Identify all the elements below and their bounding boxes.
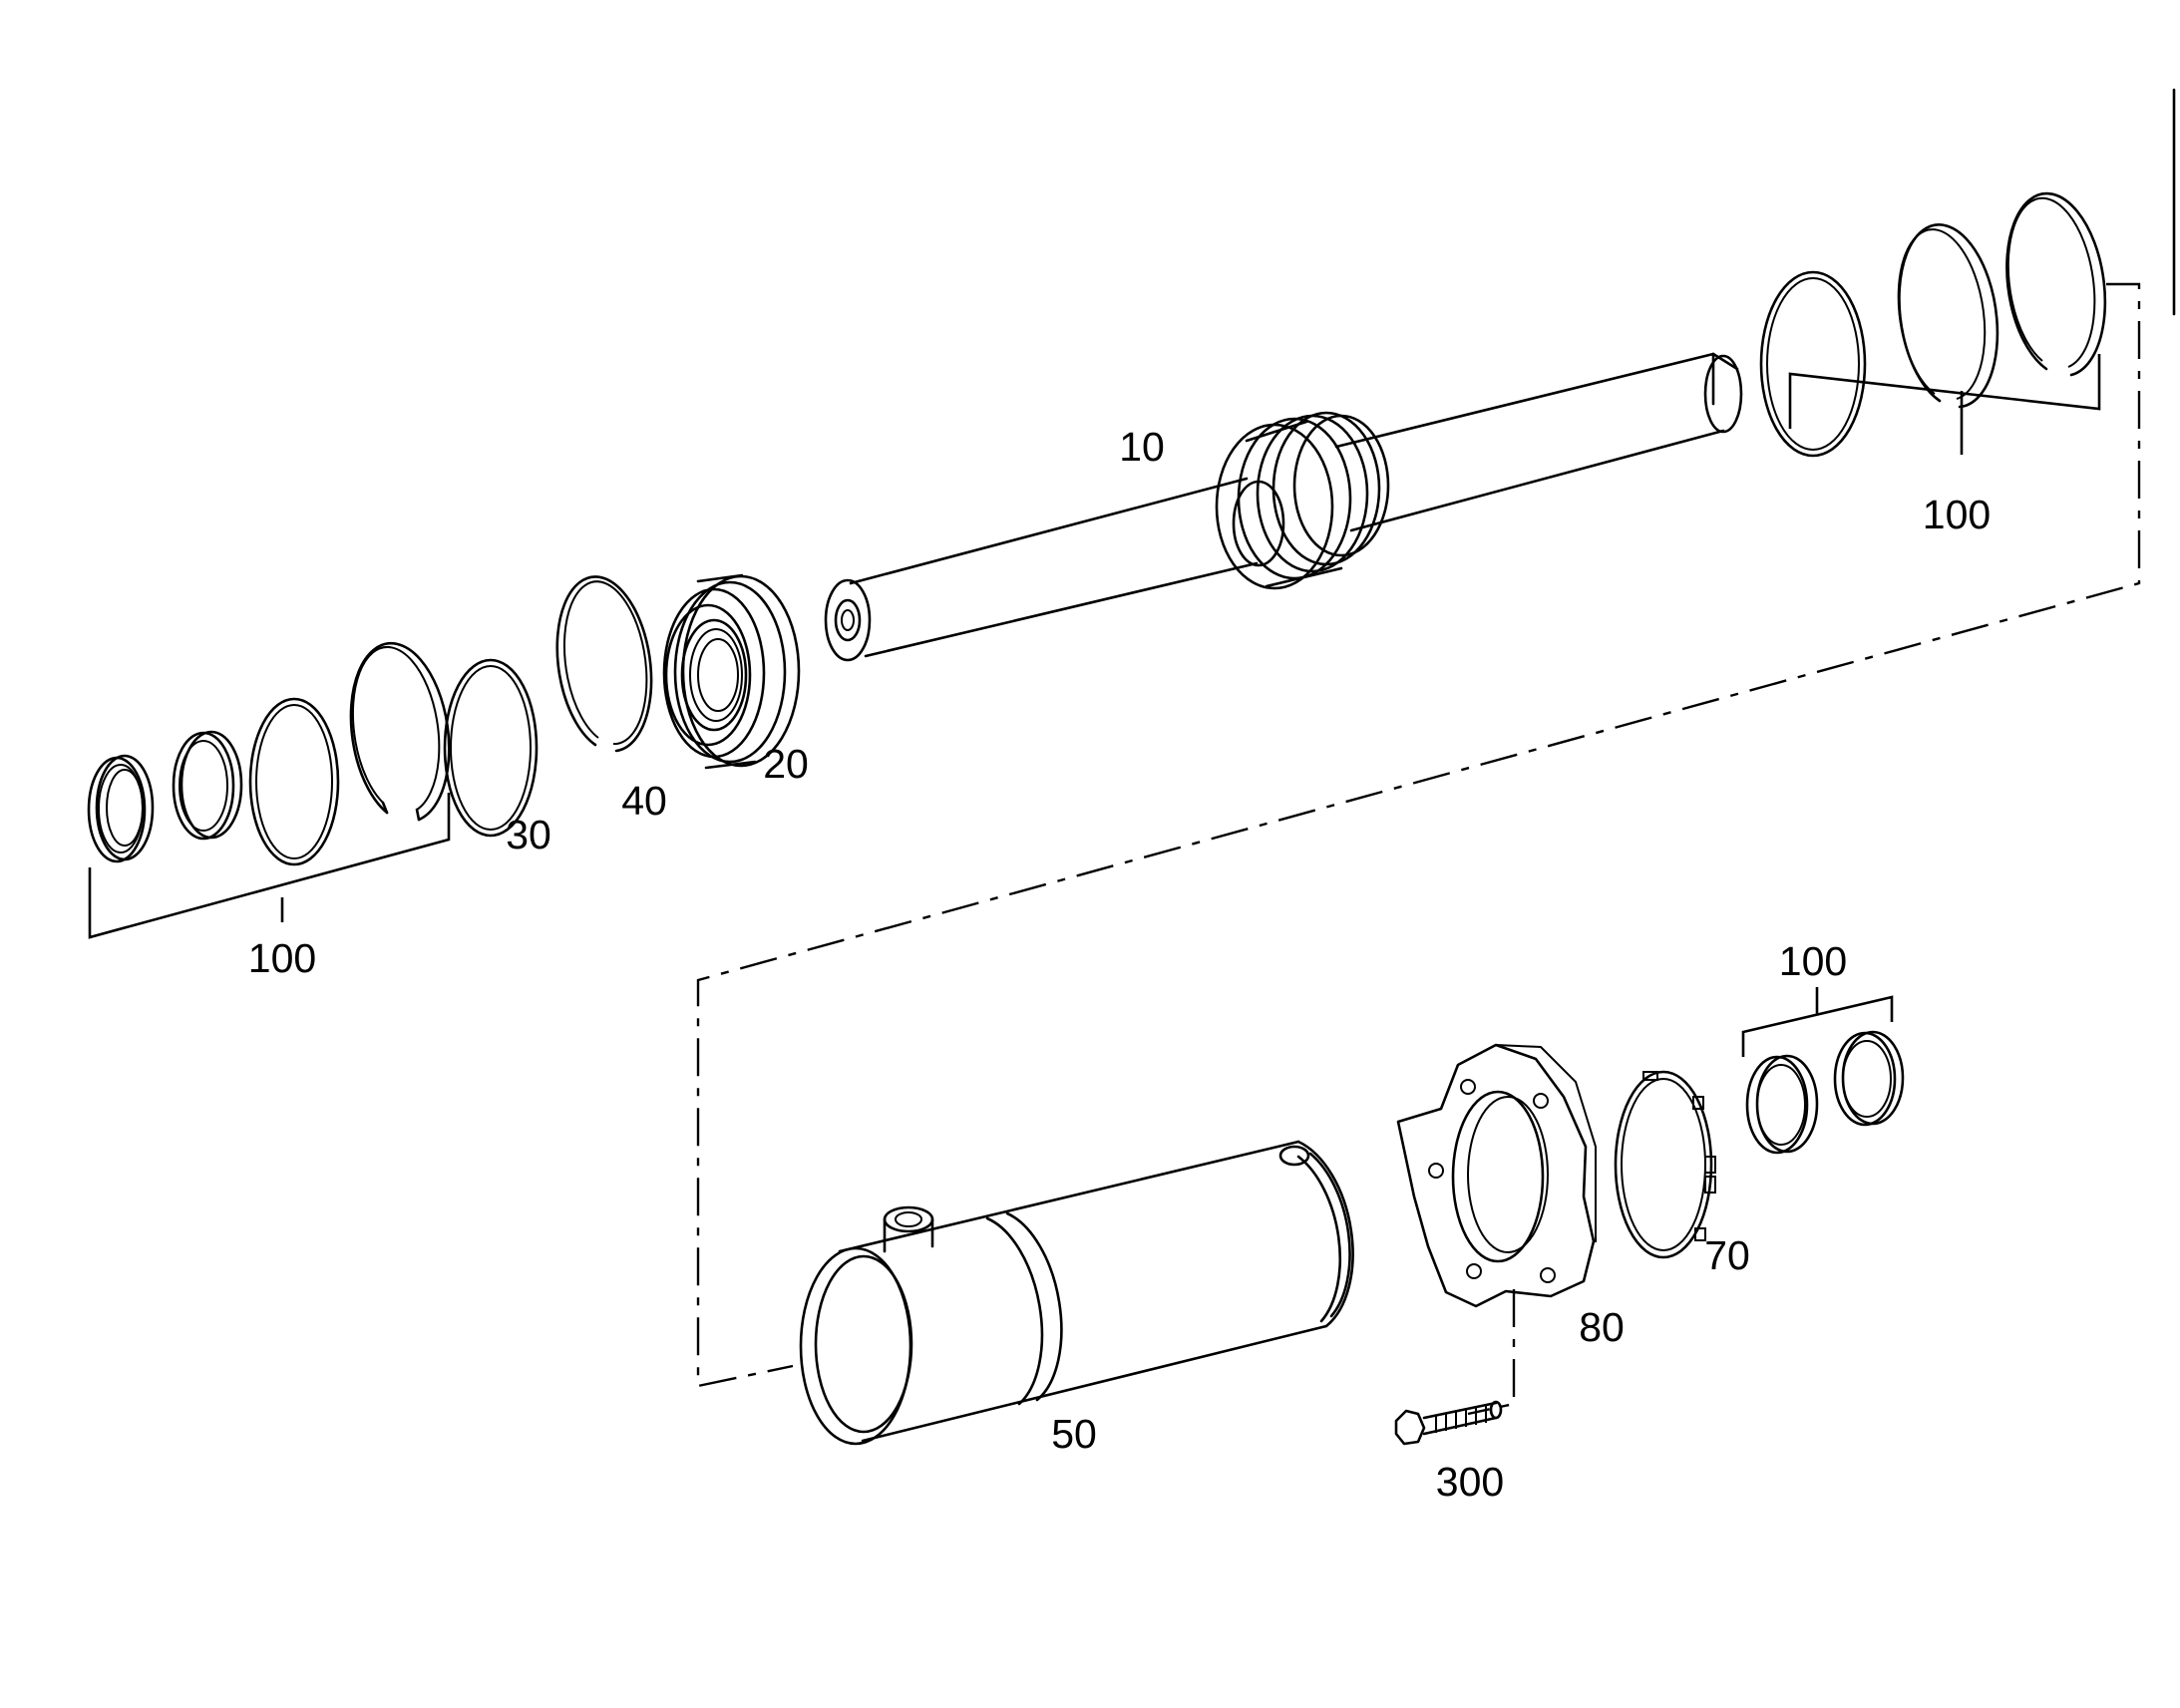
label-part-40: 40 — [621, 778, 667, 824]
bracket-seal-kit-top-right — [1788, 354, 2101, 429]
flange-part-80 — [1396, 1043, 1597, 1308]
bracket-seal-kit-bottom-right — [1741, 995, 1894, 1057]
o-ring-part-30 — [443, 658, 539, 838]
snap-ring-part-40 — [555, 575, 653, 753]
bracket-seal-kit-left — [88, 793, 451, 939]
label-part-100-top-right: 100 — [1923, 492, 1991, 537]
piston-rod-part-10 — [824, 352, 1743, 662]
bolt-part-300 — [1394, 1400, 1503, 1446]
label-part-100-left: 100 — [248, 935, 316, 981]
cylinder-barrel-part-50 — [799, 1140, 1354, 1446]
label-part-20: 20 — [763, 741, 809, 787]
seal-kit-left — [87, 641, 451, 866]
lock-washer-part-70 — [1614, 1070, 1716, 1259]
gland-part-20 — [662, 573, 801, 770]
bolt-guide-line — [1467, 1289, 1516, 1416]
seal-kit-bottom-right — [1745, 1030, 1905, 1155]
label-part-30: 30 — [506, 812, 551, 857]
label-part-70: 70 — [1704, 1232, 1750, 1278]
label-part-100-bottom-right: 100 — [1779, 938, 1847, 984]
label-part-80: 80 — [1579, 1304, 1625, 1350]
seal-kit-top-right — [1759, 191, 2107, 458]
label-part-300: 300 — [1436, 1459, 1504, 1505]
label-part-50: 50 — [1051, 1411, 1097, 1457]
label-part-10: 10 — [1119, 424, 1165, 470]
assembly-guide-line — [696, 282, 2141, 1388]
